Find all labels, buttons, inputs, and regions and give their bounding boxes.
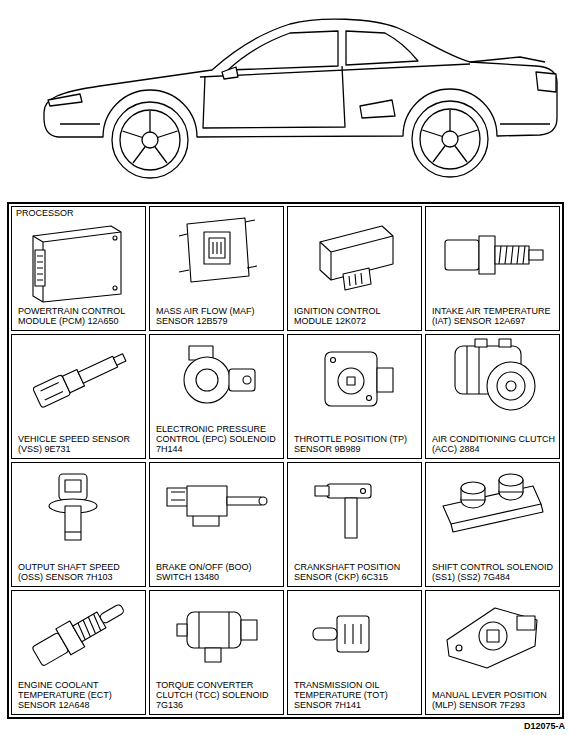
part-name: INTAKE AIR TEMPERATURE (IAT) SENSOR 12A6… (432, 306, 555, 326)
component-cell: THROTTLE POSITION (TP) SENSOR 9B989 (287, 334, 422, 459)
tcc-solenoid-drawing (177, 612, 257, 662)
component-cell: VEHICLE SPEED SENSOR (VSS) 9E731 (11, 334, 146, 459)
icm-drawing (320, 226, 393, 290)
car-drawing (44, 19, 557, 178)
component-cell: MASS AIR FLOW (MAF) SENSOR 12B579 (149, 206, 284, 331)
mlp-drawing (447, 608, 537, 668)
group-heading: PROCESSOR (16, 209, 74, 219)
part-name: ELECTRONIC PRESSURE CONTROL (EPC) SOLENO… (156, 424, 279, 454)
part-name: BRAKE ON/OFF (BOO) SWITCH 13480 (156, 562, 279, 582)
part-name: THROTTLE POSITION (TP) SENSOR 9B989 (294, 434, 417, 454)
boo-switch-drawing (167, 486, 267, 526)
component-cell: TORQUE CONVERTER CLUTCH (TCC) SOLENOID 7… (149, 590, 284, 715)
component-cell: BRAKE ON/OFF (BOO) SWITCH 13480 (149, 462, 284, 587)
figure-number: D12075-A (524, 722, 565, 732)
grid-frame (8, 203, 563, 718)
part-name: AIR CONDITIONING CLUTCH (ACC) 2884 (432, 434, 555, 454)
component-cell: AIR CONDITIONING CLUTCH (ACC) 2884 (425, 334, 560, 459)
component-cell: TRANSMISSION OIL TEMPERATURE (TOT) SENSO… (287, 590, 422, 715)
part-name: TORQUE CONVERTER CLUTCH (TCC) SOLENOID 7… (156, 680, 279, 710)
component-cell: PROCESSOR POWERTRAIN CONTROL MODULE (PCM)… (11, 206, 146, 331)
component-cell: INTAKE AIR TEMPERATURE (IAT) SENSOR 12A6… (425, 206, 560, 331)
component-cell: ELECTRONIC PRESSURE CONTROL (EPC) SOLENO… (149, 334, 284, 459)
part-name: POWERTRAIN CONTROL MODULE (PCM) 12A650 (18, 306, 141, 326)
part-name: CRANKSHAFT POSITION SENSOR (CKP) 6C315 (294, 562, 417, 582)
ect-drawing (30, 595, 130, 670)
component-cell: SHIFT CONTROL SOLENOID (SS1) (SS2) 7G484 (425, 462, 560, 587)
part-name: ENGINE COOLANT TEMPERATURE (ECT) SENSOR … (18, 680, 141, 710)
pcm-drawing (33, 226, 121, 302)
iat-drawing (445, 236, 543, 274)
oss-drawing (49, 474, 97, 540)
component-cell: CRANKSHAFT POSITION SENSOR (CKP) 6C315 (287, 462, 422, 587)
part-name: TRANSMISSION OIL TEMPERATURE (TOT) SENSO… (294, 680, 417, 710)
part-name: VEHICLE SPEED SENSOR (VSS) 9E731 (18, 434, 141, 454)
component-cell: IGNITION CONTROL MODULE 12K072 (287, 206, 422, 331)
tot-drawing (313, 616, 369, 652)
component-cell: MANUAL LEVER POSITION (MLP) SENSOR 7F293 (425, 590, 560, 715)
epc-drawing (184, 346, 255, 403)
maf-drawing (179, 218, 257, 282)
ac-clutch-drawing (455, 339, 535, 410)
vss-drawing (33, 347, 129, 408)
part-name: MASS AIR FLOW (MAF) SENSOR 12B579 (156, 306, 279, 326)
component-cell: OUTPUT SHAFT SPEED (OSS) SENSOR 7H103 (11, 462, 146, 587)
shift-solenoid-drawing (443, 474, 543, 532)
part-name: MANUAL LEVER POSITION (MLP) SENSOR 7F293 (432, 690, 555, 710)
component-cell: ENGINE COOLANT TEMPERATURE (ECT) SENSOR … (11, 590, 146, 715)
part-name: OUTPUT SHAFT SPEED (OSS) SENSOR 7H103 (18, 562, 141, 582)
tp-drawing (325, 352, 393, 406)
ckp-drawing (315, 484, 371, 538)
part-name: SHIFT CONTROL SOLENOID (SS1) (SS2) 7G484 (432, 562, 555, 582)
part-name: IGNITION CONTROL MODULE 12K072 (294, 306, 417, 326)
